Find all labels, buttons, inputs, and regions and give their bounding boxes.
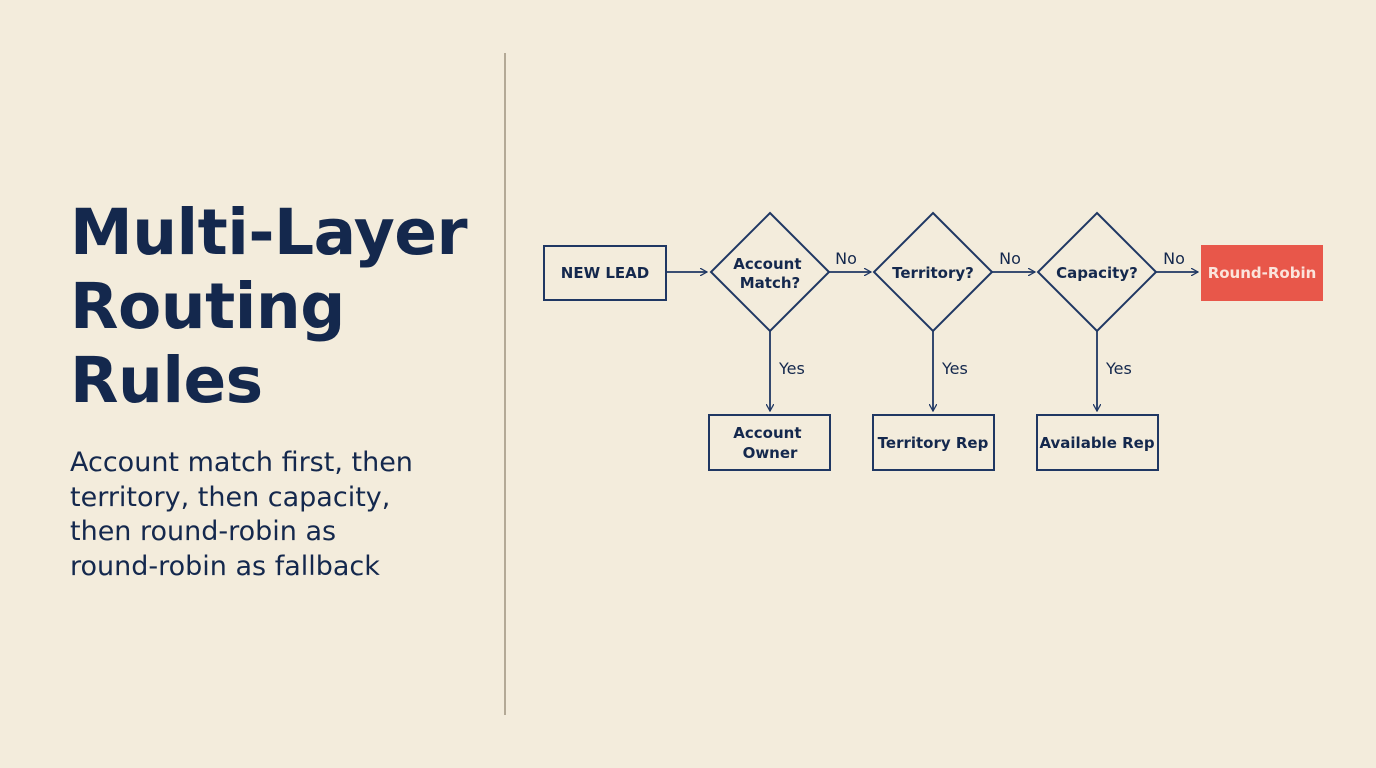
title-panel: Multi-Layer Routing Rules Account match …	[70, 196, 470, 584]
title-line-2: Routing	[70, 270, 345, 343]
node-available-rep-label: Available Rep	[1039, 434, 1154, 452]
node-account-owner-label: Account Owner	[733, 424, 806, 462]
node-territory-decision: Territory?	[872, 211, 994, 333]
node-round-robin-label: Round-Robin	[1208, 264, 1317, 282]
edge-label-no-1: No	[835, 249, 857, 268]
node-round-robin: Round-Robin	[1201, 245, 1323, 301]
node-available-rep: Available Rep	[1036, 414, 1159, 471]
subtitle-line-2: territory, then capacity,	[70, 481, 391, 513]
node-territory-rep: Territory Rep	[872, 414, 995, 471]
vertical-divider	[504, 53, 506, 715]
title-line-1: Multi-Layer	[70, 196, 468, 269]
node-new-lead-label: NEW LEAD	[561, 264, 649, 282]
node-territory-rep-label: Territory Rep	[878, 434, 989, 452]
subtitle-line-4: round-robin as fallback	[70, 550, 380, 582]
node-territory-label: Territory?	[892, 264, 974, 282]
node-account-match-label: Account Match?	[733, 255, 806, 292]
edge-label-no-3: No	[1163, 249, 1185, 268]
subtitle: Account match first, then territory, the…	[70, 446, 470, 584]
node-account-match-decision: Account Match?	[709, 211, 831, 333]
node-capacity-decision: Capacity?	[1036, 211, 1158, 333]
subtitle-line-3: then round-robin as	[70, 516, 337, 547]
node-new-lead: NEW LEAD	[543, 245, 667, 301]
page-title: Multi-Layer Routing Rules	[70, 196, 470, 418]
edge-label-yes-2: Yes	[941, 359, 968, 378]
title-line-3: Rules	[70, 344, 263, 417]
edge-label-yes-3: Yes	[1105, 359, 1132, 378]
edge-label-yes-1: Yes	[778, 359, 805, 378]
node-capacity-label: Capacity?	[1056, 264, 1138, 282]
subtitle-line-1: Account match first, then	[70, 447, 413, 478]
node-account-owner: Account Owner	[708, 414, 831, 471]
edge-label-no-2: No	[999, 249, 1021, 268]
